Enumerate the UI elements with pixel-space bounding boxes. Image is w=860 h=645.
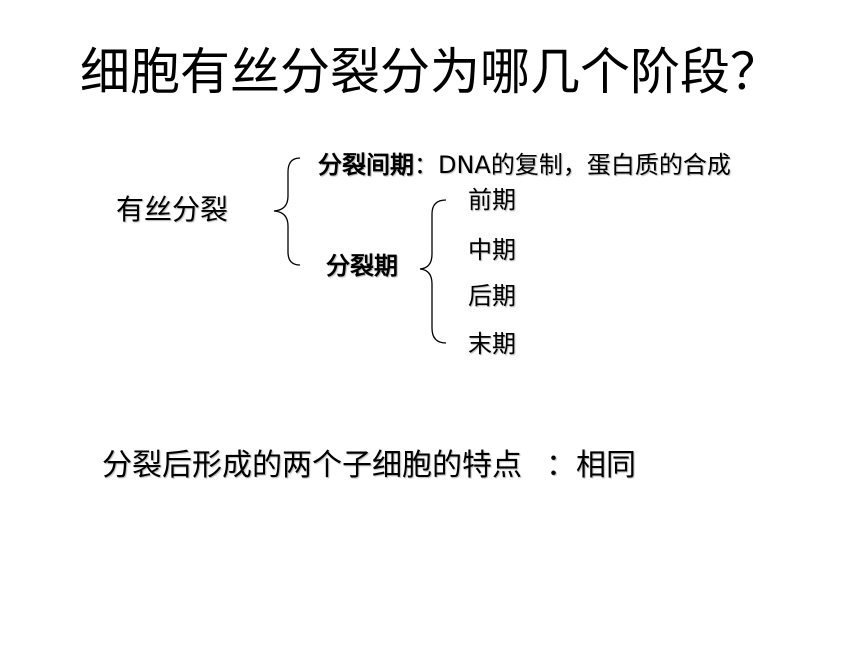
stage-metaphase: 中期	[468, 236, 516, 264]
conclusion-question: 分裂后形成的两个子细胞的特点	[102, 448, 522, 483]
interphase-line: 分裂间期：DNA的复制，蛋白质的合成	[318, 148, 731, 182]
conclusion-line: 分裂后形成的两个子细胞的特点 ：相同	[102, 444, 636, 488]
conclusion-answer: 相同	[576, 448, 636, 483]
stage-prophase: 前期	[468, 186, 516, 214]
interphase-term: 分裂间期	[318, 151, 414, 179]
stage-anaphase: 后期	[468, 282, 516, 310]
slide-title: 细胞有丝分裂分为哪几个阶段？	[80, 43, 780, 101]
conclusion-colon: ：	[546, 448, 576, 483]
root-label: 有丝分裂	[116, 193, 229, 226]
stage-telophase: 末期	[468, 330, 516, 358]
interphase-colon: ：	[414, 151, 438, 179]
mitotic-phase-label: 分裂期	[326, 252, 398, 280]
phase-brace	[419, 199, 447, 344]
main-brace	[273, 157, 301, 266]
interphase-detail: DNA的复制，蛋白质的合成	[438, 151, 731, 179]
